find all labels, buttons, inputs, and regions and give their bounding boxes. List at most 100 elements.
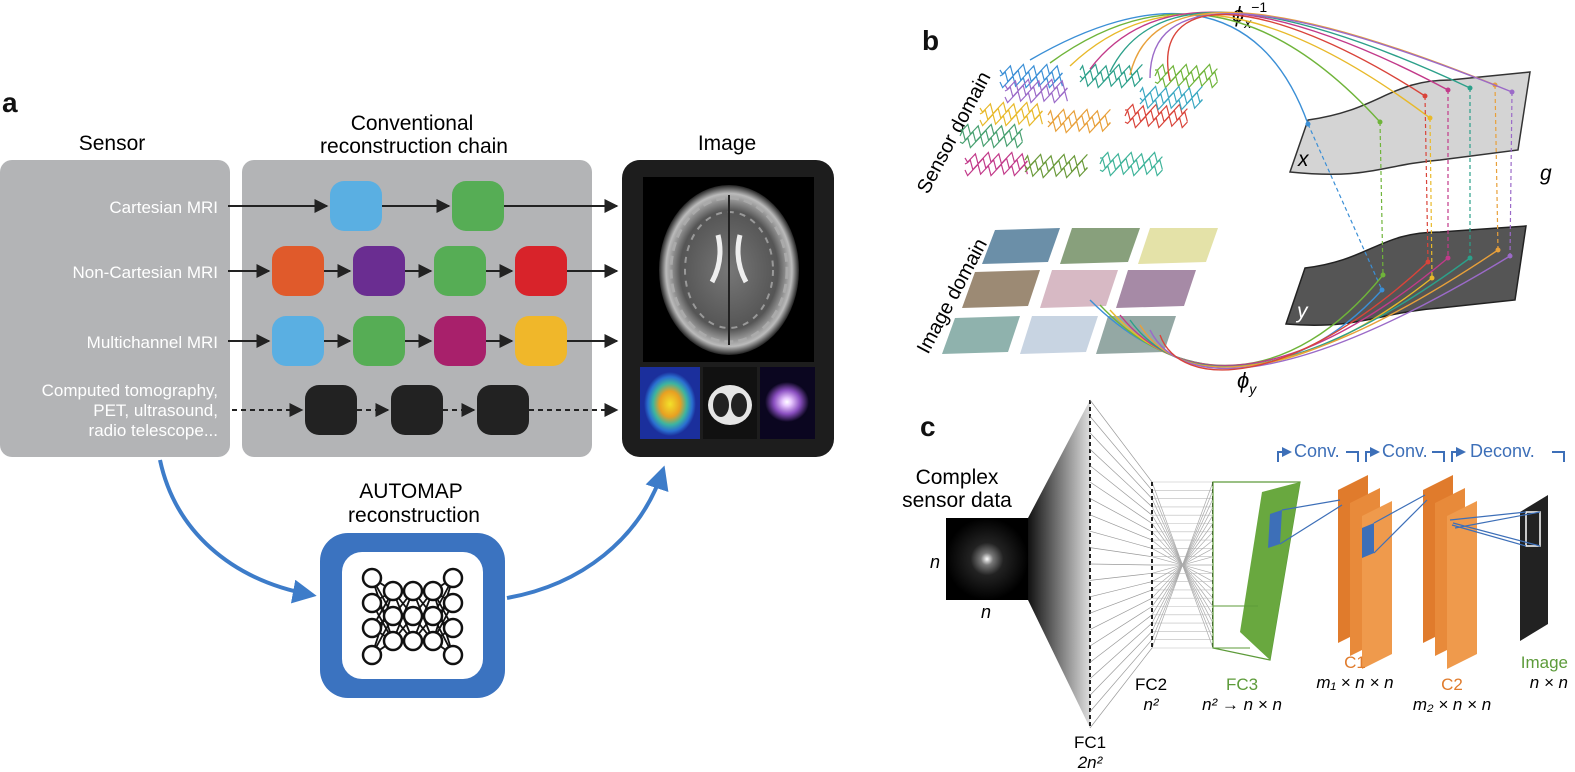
sensor-to-automap-arrow: [158, 459, 317, 604]
chain-header-line2: reconstruction chain: [320, 135, 508, 158]
fc3-label: FC3: [1226, 675, 1258, 694]
fc3-dim: n² → n × n: [1202, 695, 1282, 714]
fc1-fan: [1028, 400, 1090, 728]
fc-connections: [1089, 399, 1214, 729]
nn-node: [382, 605, 404, 627]
chain-header-line1: Conventional: [351, 112, 474, 135]
complex-label-line2: sensor data: [902, 489, 1012, 512]
panel-a: a Sensor Conventional reconstruction cha…: [0, 87, 834, 698]
thumb-bison: [962, 270, 1040, 308]
chain-box: [242, 160, 592, 457]
row-label-3-line-2: radio telescope...: [89, 421, 218, 440]
nn-node: [361, 617, 383, 639]
kernel-lines: [1279, 494, 1541, 554]
fc2-dim: n²: [1143, 695, 1159, 714]
mapping-curves: [1029, 11, 1515, 371]
image-output-dim: n × n: [1530, 673, 1568, 692]
manifold-y: [1284, 225, 1527, 326]
image-output-label: Image: [1521, 653, 1568, 672]
sensor-signal-traces: [959, 63, 1218, 179]
x-manifold-label: x: [1297, 148, 1310, 171]
g-label: g: [1540, 162, 1552, 185]
panel-c-letter: c: [920, 411, 936, 442]
sensor-header: Sensor: [79, 132, 146, 155]
chain-rows: Cartesian MRI Non-Cartesian MRI Multichann…: [42, 181, 619, 440]
nn-node: [422, 630, 444, 652]
thumb-mountains: [1040, 270, 1118, 308]
nn-node: [382, 580, 404, 602]
galaxy-image-spiral: [765, 382, 809, 422]
thumb-animal: [1060, 228, 1140, 264]
row-label-0: Cartesian MRI: [109, 198, 218, 217]
row-1-block-2: [434, 246, 486, 296]
row-3-block-0: [305, 385, 357, 435]
row-1-block-0: [272, 246, 324, 296]
c2-feature-maps: [1423, 475, 1477, 669]
automap-to-image-arrow: [506, 465, 669, 600]
row-3-block-2: [477, 385, 529, 435]
nn-node: [442, 567, 464, 589]
y-manifold-label: y: [1295, 300, 1309, 323]
pet-image-scan: [644, 372, 696, 436]
nn-node: [422, 580, 444, 602]
panel-c: c Complex sensor data n n: [902, 399, 1568, 772]
nn-node: [361, 567, 383, 589]
c1-label: C1: [1344, 653, 1366, 672]
nn-node: [361, 644, 383, 666]
automap-label-line1: AUTOMAP: [359, 480, 462, 503]
row-2-block-3: [515, 316, 567, 366]
brain-mri-image: [659, 185, 799, 355]
kspace-image: [946, 518, 1028, 600]
ct-image-scan: [708, 385, 752, 425]
row-2-block-2: [434, 316, 486, 366]
nn-node: [422, 605, 444, 627]
neural-network-icon: [361, 567, 464, 666]
panel-b-letter: b: [922, 25, 939, 56]
thumb-landscape: [1116, 270, 1196, 308]
thumb-mountain-lake: [982, 228, 1060, 264]
row-1-block-3: [515, 246, 567, 296]
row-0-block-1: [452, 181, 504, 231]
row-label-3-line-0: Computed tomography,: [42, 381, 218, 400]
nn-node: [382, 630, 404, 652]
row-label-2: Multichannel MRI: [87, 333, 218, 352]
nn-node: [442, 592, 464, 614]
phi-y-label: ϕy: [1237, 368, 1257, 397]
row-0-block-0: [330, 181, 382, 231]
row-3-block-1: [391, 385, 443, 435]
n-bottom-label: n: [981, 602, 991, 622]
conv2-label: Conv.: [1382, 441, 1428, 461]
nn-node: [402, 630, 424, 652]
c1-feature-maps: [1338, 475, 1392, 669]
row-2-block-0: [272, 316, 324, 366]
row-1-block-1: [353, 246, 405, 296]
thumb-ship: [1138, 228, 1218, 264]
automap-label-line2: reconstruction: [348, 504, 480, 527]
row-label-1: Non-Cartesian MRI: [73, 263, 219, 282]
n-side-label: n: [930, 552, 940, 572]
output-image-patch: [1525, 511, 1541, 547]
panel-b: b ϕx−1 ϕy Sensor domain Image domain x y…: [913, 0, 1552, 397]
sensor-box: [0, 160, 230, 457]
nn-node: [402, 580, 424, 602]
panel-a-letter: a: [2, 87, 18, 118]
row-2-block-1: [353, 316, 405, 366]
c2-dim: m₂ × n × n: [1413, 695, 1491, 714]
output-image: [1520, 495, 1548, 641]
nn-node: [402, 605, 424, 627]
nn-node: [361, 592, 383, 614]
thumb-flower: [1020, 316, 1098, 354]
c2-label: C2: [1441, 675, 1463, 694]
fc3-kernel: [1268, 510, 1282, 548]
thumb-tiger: [942, 316, 1020, 354]
complex-label-line1: Complex: [916, 466, 999, 489]
fc3-plane: [1240, 482, 1300, 660]
c1-dim: m₁ × n × n: [1316, 673, 1393, 692]
image-domain-thumbnails: [942, 228, 1218, 354]
image-header: Image: [698, 132, 756, 155]
conv-brackets: [1277, 447, 1565, 462]
deconv-label: Deconv.: [1470, 441, 1535, 461]
fc1-label: FC1: [1074, 733, 1106, 752]
conv1-label: Conv.: [1294, 441, 1340, 461]
